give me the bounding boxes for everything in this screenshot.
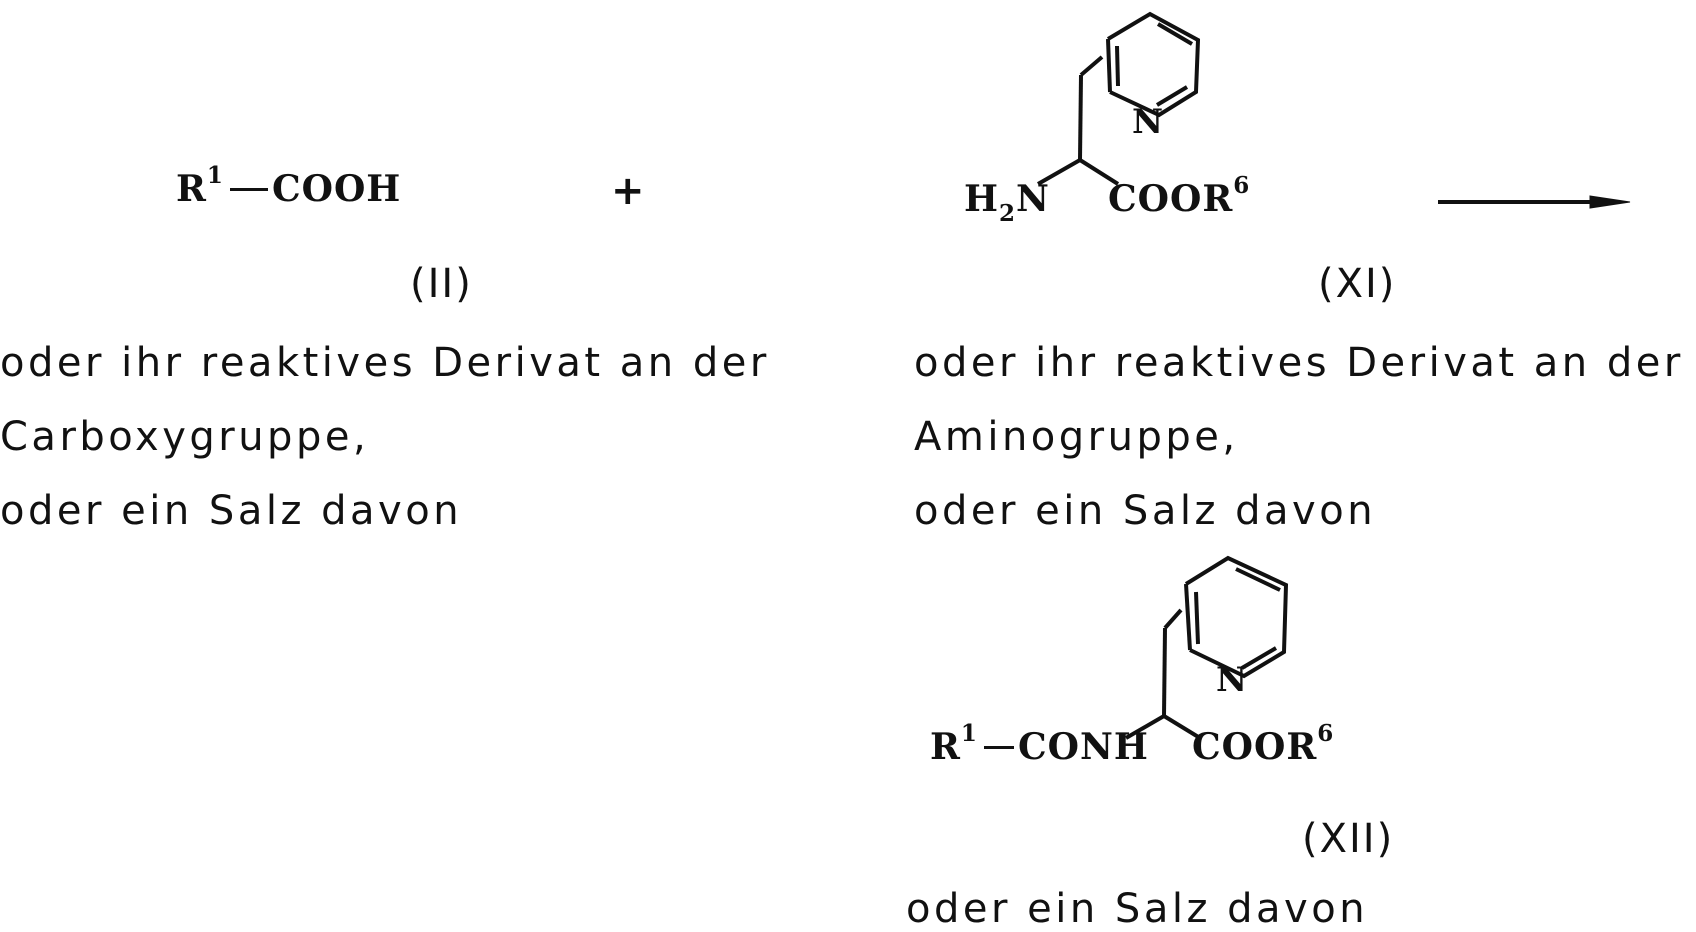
xii-amide-group: R1CONH <box>930 726 1149 768</box>
reactant-xi-desc-line-1: oder ihr reaktives Derivat an der <box>914 340 1684 386</box>
xi-amine-group: H2N <box>964 178 1050 220</box>
xii-ring-nitrogen: N <box>1216 660 1247 700</box>
xii-r1-superscript: 1 <box>961 720 978 747</box>
reactant-ii-desc-line-2: Carboxygruppe, <box>0 414 369 460</box>
reaction-arrow-head <box>1590 196 1630 208</box>
xii-ester-group: COOR6 <box>1192 726 1334 768</box>
product-desc: oder ein Salz davon <box>906 886 1368 932</box>
xi-ring-nitrogen: N <box>1132 102 1163 142</box>
xii-single-bond <box>984 746 1014 749</box>
ester-group: COOR <box>1108 178 1233 220</box>
amine-n: N <box>1016 178 1050 220</box>
reactant-ii-desc-line-1: oder ihr reaktives Derivat an der <box>0 340 770 386</box>
compound-label-xi: (XI) <box>1318 261 1396 307</box>
ester-superscript: 6 <box>1233 172 1250 199</box>
xii-ester-superscript: 6 <box>1317 720 1334 747</box>
amine-subscript: 2 <box>999 200 1016 227</box>
reactant-xi-desc-line-3: oder ein Salz davon <box>914 488 1376 534</box>
xii-r1-symbol: R <box>930 726 961 768</box>
xii-ester: COOR <box>1192 726 1317 768</box>
compound-label-xii: (XII) <box>1302 816 1394 862</box>
reactant-ii-desc-line-3: oder ein Salz davon <box>0 488 462 534</box>
xi-ester-group: COOR6 <box>1108 178 1250 220</box>
reactant-xi-desc-line-2: Aminogruppe, <box>914 414 1239 460</box>
amide-group: CONH <box>1018 726 1149 768</box>
amine-h: H <box>964 178 999 220</box>
compound-label-ii: (II) <box>410 261 473 307</box>
